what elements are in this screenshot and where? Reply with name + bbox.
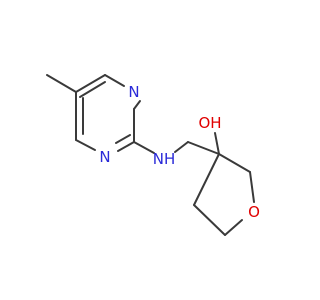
bond-ring-n1-c6 [75,139,96,151]
bond-methyl [46,74,77,93]
bond-ring-c4-c4-double [79,81,106,98]
atom-label-o-ring: O [248,203,260,221]
bond-ring-c4-n3 [104,74,125,87]
bond-c2-o [249,171,255,203]
atom-label-n-bottom: N [99,148,110,166]
atom-label-oh: OH [198,114,221,132]
bond-c3-c2 [218,153,251,173]
bond-c3-oh [214,132,220,155]
bond-ch2-c3 [187,141,220,155]
bond-ring-c2-n1-double [115,134,131,144]
atom-label-nh: NH [153,150,176,168]
bond-ring-c5-c4 [75,74,106,93]
bond-nh-ch2 [174,141,189,153]
bond-o-c5 [224,219,243,236]
bond-c5-c4 [193,204,226,236]
bond-ring-c2-n1 [117,141,135,152]
molecule-structure-diagram: N N NH OH O [46,74,260,236]
bond-c4-c3 [193,153,220,206]
bond-ring-n3-c2 [133,100,141,110]
bond-c2-nh [133,141,155,154]
atom-label-n-top: N [128,83,139,101]
